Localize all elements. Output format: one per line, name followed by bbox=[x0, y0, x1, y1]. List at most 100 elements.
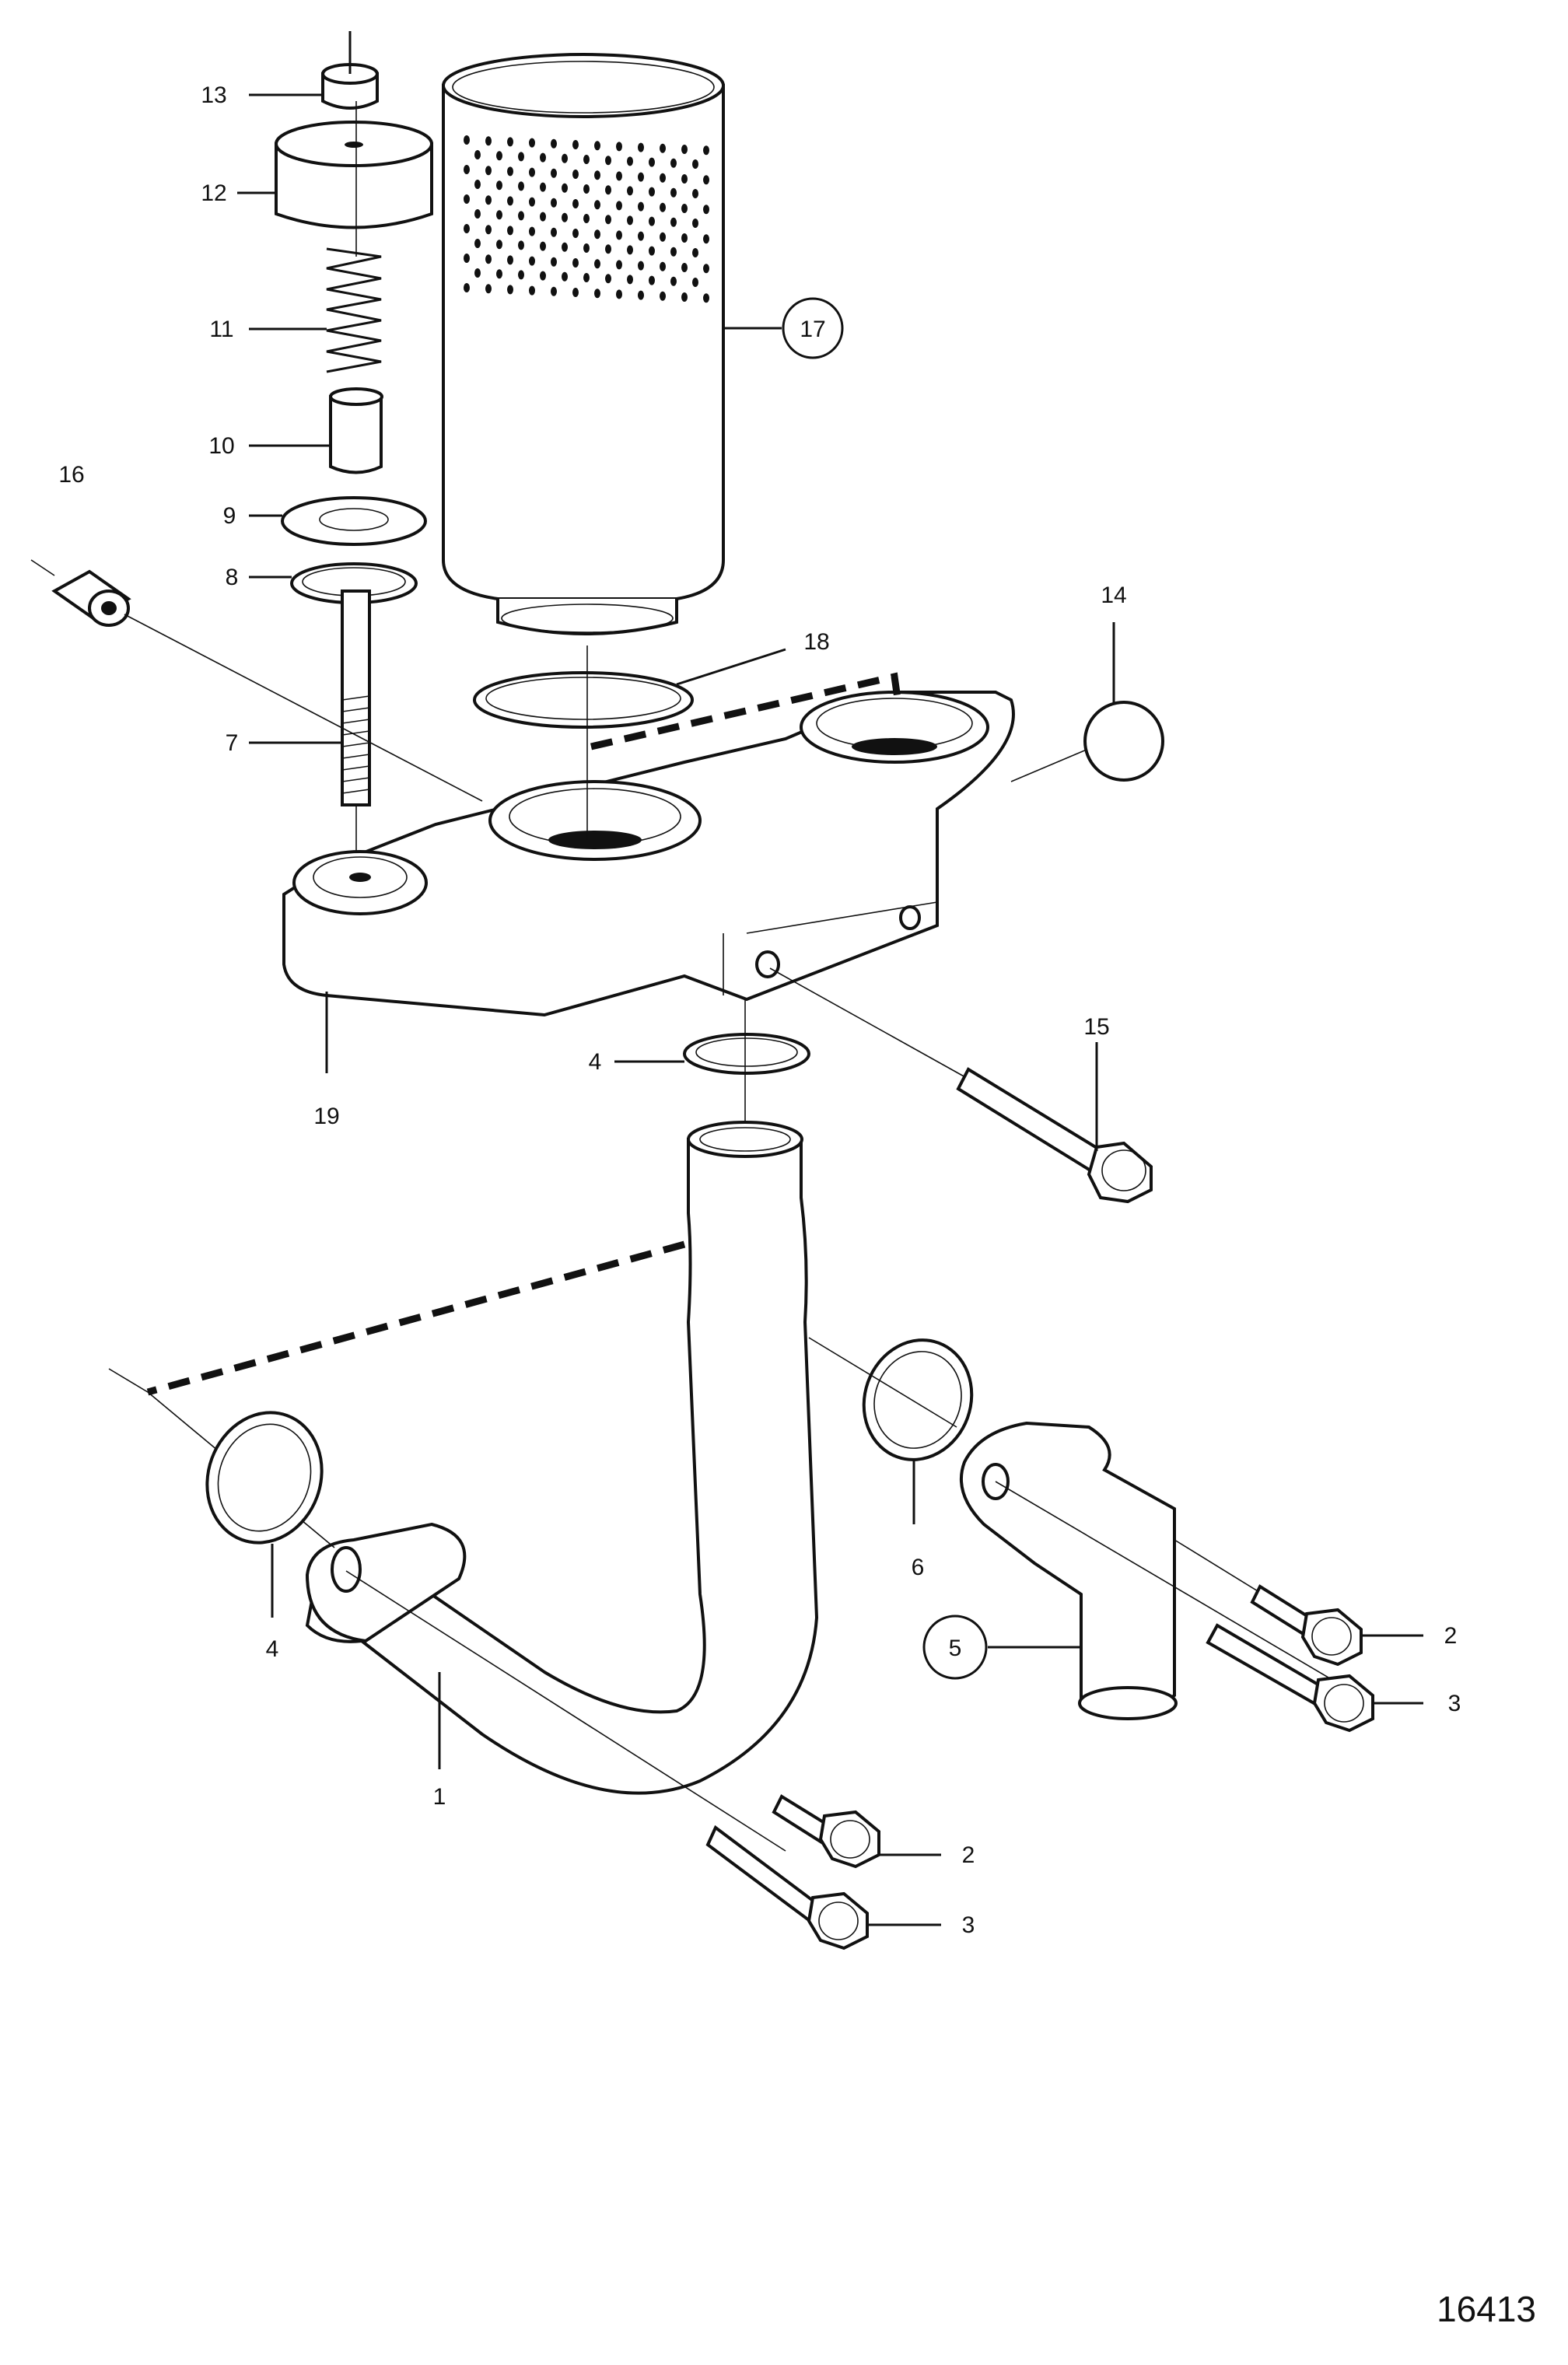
perforation-hole bbox=[703, 264, 709, 274]
perforation-hole bbox=[660, 232, 666, 242]
perforation-hole bbox=[649, 157, 655, 167]
perforation-hole bbox=[627, 245, 633, 255]
perforation-hole bbox=[551, 227, 557, 237]
callout-14: 14 bbox=[1101, 583, 1126, 608]
callout-4-upper: 4 bbox=[589, 1049, 602, 1075]
perforation-hole bbox=[562, 183, 568, 193]
elbow-bolt-long bbox=[1206, 1623, 1374, 1733]
valve-seal-ring bbox=[290, 562, 418, 604]
perforation-hole bbox=[605, 215, 611, 225]
perforation-hole bbox=[562, 242, 568, 252]
oil-pipe bbox=[305, 1121, 819, 1852]
perforation-hole bbox=[551, 286, 557, 296]
perforation-hole bbox=[507, 137, 513, 147]
callout-1: 1 bbox=[433, 1784, 446, 1810]
perforation-hole bbox=[681, 233, 688, 243]
perforation-hole bbox=[464, 135, 470, 145]
cover-plug bbox=[1083, 701, 1164, 782]
perforation-hole bbox=[518, 270, 524, 280]
perforation-hole bbox=[692, 189, 698, 198]
pipe-seal-ring-upper bbox=[683, 999, 810, 1135]
filter-seal-ring bbox=[473, 645, 694, 840]
filter-cartridge bbox=[442, 53, 725, 635]
perforation-hole bbox=[529, 256, 535, 266]
perforation-hole bbox=[518, 240, 524, 250]
perforation-hole bbox=[529, 197, 535, 207]
perforation-hole bbox=[627, 156, 633, 166]
perforation-hole bbox=[638, 231, 644, 241]
perforation-hole bbox=[638, 142, 644, 152]
perforation-hole bbox=[540, 152, 546, 163]
perforation-hole bbox=[485, 284, 492, 294]
perforation-hole bbox=[605, 185, 611, 195]
perforation-hole bbox=[540, 241, 546, 251]
drawing-reference-number: 16413 bbox=[1437, 2289, 1536, 2329]
perforation-hole bbox=[638, 201, 644, 212]
perforation-hole bbox=[605, 156, 611, 166]
valve-body-cylinder bbox=[275, 121, 433, 229]
perforation-hole bbox=[627, 186, 633, 196]
circled-callout-17: 17 bbox=[782, 297, 844, 359]
perforation-hole bbox=[594, 141, 600, 151]
perforation-hole bbox=[464, 224, 470, 233]
perforation-hole bbox=[583, 273, 590, 282]
valve-spring bbox=[326, 247, 382, 373]
perforation-hole bbox=[594, 259, 600, 269]
perforation-hole bbox=[627, 275, 633, 285]
leader-lines bbox=[237, 93, 1423, 1926]
callout-10: 10 bbox=[208, 433, 234, 459]
perforation-hole bbox=[649, 275, 655, 285]
perforation-hole bbox=[692, 248, 698, 257]
callout-16: 16 bbox=[58, 462, 84, 488]
perforation-hole bbox=[681, 292, 688, 302]
perforation-hole bbox=[660, 173, 666, 183]
perforation-hole bbox=[670, 276, 677, 286]
perforation-hole bbox=[496, 210, 502, 220]
perforation-hole bbox=[507, 166, 513, 177]
perforation-hole bbox=[605, 274, 611, 284]
callout-3-lower: 3 bbox=[962, 1912, 975, 1938]
perforation-hole bbox=[605, 244, 611, 254]
perforation-hole bbox=[551, 198, 557, 208]
perforation-hole bbox=[572, 258, 579, 268]
valve-piston bbox=[329, 387, 383, 474]
callout-6: 6 bbox=[912, 1555, 925, 1580]
perforation-hole bbox=[540, 271, 546, 281]
perforation-hole bbox=[518, 211, 524, 221]
callout-19: 19 bbox=[313, 1104, 339, 1129]
perforation-hole bbox=[540, 212, 546, 222]
perforation-hole bbox=[464, 283, 470, 292]
perforation-hole bbox=[583, 155, 590, 164]
filter-perforations bbox=[464, 135, 709, 303]
pipe-bolt-short bbox=[772, 1794, 880, 1869]
perforation-hole bbox=[660, 202, 666, 212]
callout-7: 7 bbox=[226, 730, 239, 756]
perforation-hole bbox=[638, 261, 644, 271]
perforation-hole bbox=[562, 212, 568, 222]
perforation-hole bbox=[496, 240, 502, 250]
perforation-hole bbox=[474, 239, 481, 248]
callout-2-lower: 2 bbox=[962, 1842, 975, 1868]
perforation-hole bbox=[583, 214, 590, 223]
perforation-hole bbox=[616, 142, 622, 152]
perforation-hole bbox=[529, 138, 535, 148]
perforation-hole bbox=[594, 170, 600, 180]
perforation-hole bbox=[507, 255, 513, 265]
pipe-seal-ring-lower bbox=[205, 1411, 324, 1545]
callout-8: 8 bbox=[226, 565, 239, 590]
callout-9: 9 bbox=[223, 503, 236, 529]
perforation-hole bbox=[616, 230, 622, 240]
perforation-hole bbox=[464, 165, 470, 174]
pipe-bolt-long bbox=[705, 1824, 869, 1950]
perforation-hole bbox=[681, 263, 688, 272]
perforation-hole bbox=[474, 268, 481, 278]
perforation-hole bbox=[507, 226, 513, 236]
perforation-hole bbox=[518, 152, 524, 162]
perforation-hole bbox=[594, 200, 600, 210]
perforation-hole bbox=[627, 215, 633, 226]
valve-washer bbox=[281, 496, 427, 546]
perforation-hole bbox=[616, 289, 622, 299]
perforation-hole bbox=[529, 285, 535, 296]
perforation-hole bbox=[616, 201, 622, 211]
perforation-hole bbox=[485, 166, 492, 176]
